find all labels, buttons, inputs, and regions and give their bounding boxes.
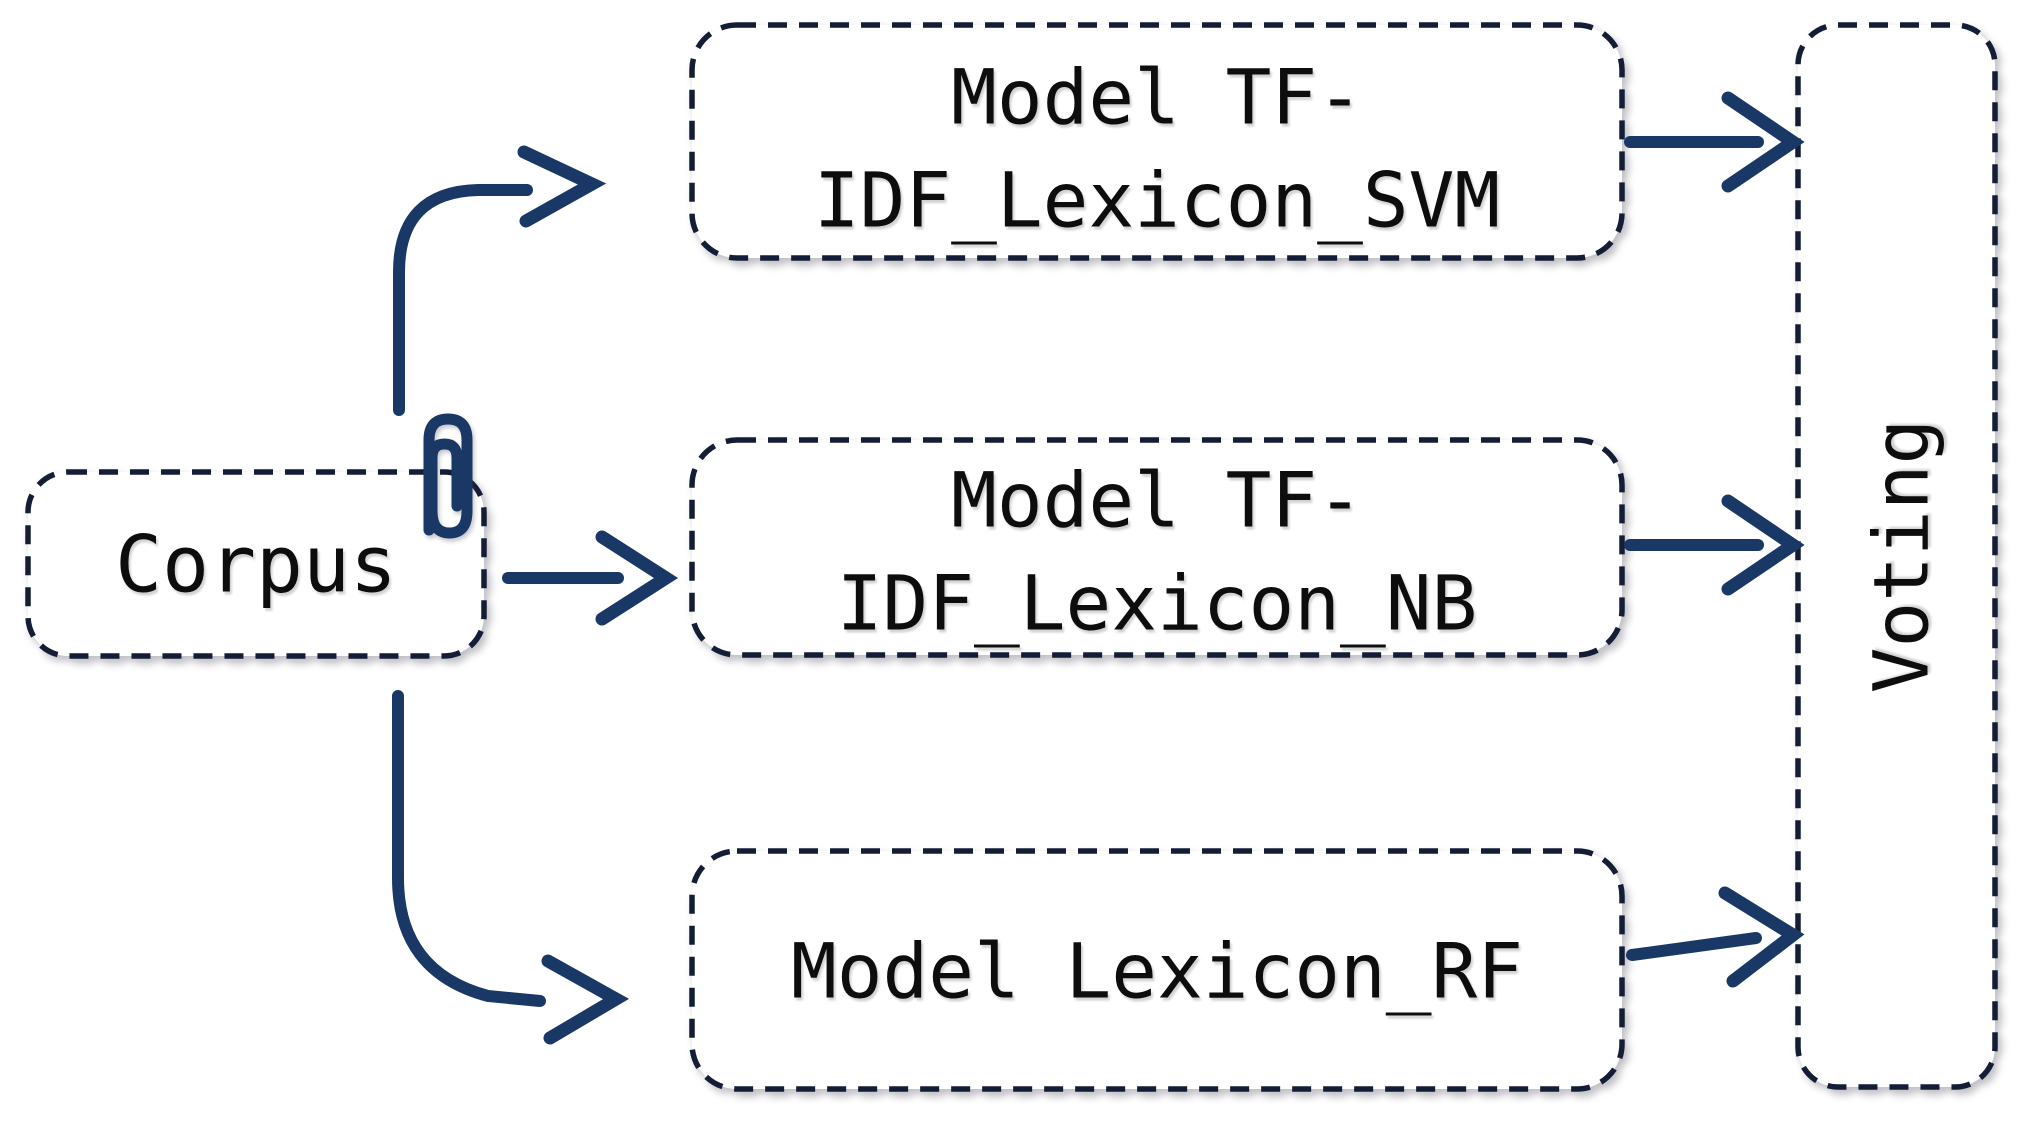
arrow-corpus-to-nb-head bbox=[595, 530, 679, 626]
model-svm-label: Model TF- IDF_Lexicon_SVM bbox=[814, 46, 1500, 251]
model-nb-label-line2: IDF_Lexicon_NB bbox=[836, 558, 1478, 647]
model-svm-label-line1: Model TF- bbox=[951, 52, 1363, 142]
model-nb-label-line1: Model TF- bbox=[951, 455, 1363, 545]
connector-arrows bbox=[392, 91, 1805, 1045]
model-nb-label: Model TF- IDF_Lexicon_NB bbox=[837, 449, 1478, 654]
model-rf-label: Model Lexicon_RF bbox=[790, 926, 1524, 1016]
arrow-corpus-to-rf bbox=[392, 690, 546, 1007]
arrow-svm-to-voting-head bbox=[1721, 91, 1805, 193]
arrow-corpus-to-svm bbox=[393, 184, 533, 416]
paperclip-icon bbox=[423, 413, 473, 539]
node-boxes bbox=[25, 22, 1998, 1092]
arrow-rf-to-voting-head bbox=[1718, 886, 1805, 988]
model-nb-node-box bbox=[689, 437, 1625, 658]
corpus-node-box bbox=[25, 469, 487, 659]
arrow-nb-to-voting-head bbox=[1721, 494, 1805, 596]
voting-node-box bbox=[1795, 22, 1998, 1090]
corpus-label: Corpus bbox=[115, 520, 397, 611]
arrow-corpus-to-rf-head bbox=[541, 954, 630, 1045]
arrow-rf-to-voting bbox=[1626, 932, 1762, 961]
voting-label: Voting bbox=[1856, 418, 1946, 694]
model-svm-label-line2: IDF_Lexicon_SVM bbox=[813, 155, 1501, 244]
model-rf-node-box bbox=[689, 848, 1625, 1092]
arrow-corpus-to-svm-head bbox=[517, 145, 607, 228]
model-svm-node-box bbox=[689, 22, 1625, 261]
